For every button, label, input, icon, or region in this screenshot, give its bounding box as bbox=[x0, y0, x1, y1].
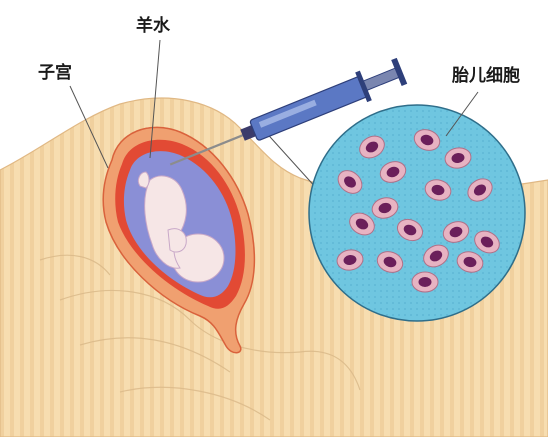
amniotic-fluid-label: 羊水 bbox=[136, 18, 170, 35]
fetal-cell-icon bbox=[412, 272, 438, 292]
fetal-cells-label: 胎儿细胞 bbox=[452, 68, 520, 85]
uterus-label: 子宫 bbox=[38, 65, 72, 82]
magnified-view bbox=[309, 105, 525, 321]
